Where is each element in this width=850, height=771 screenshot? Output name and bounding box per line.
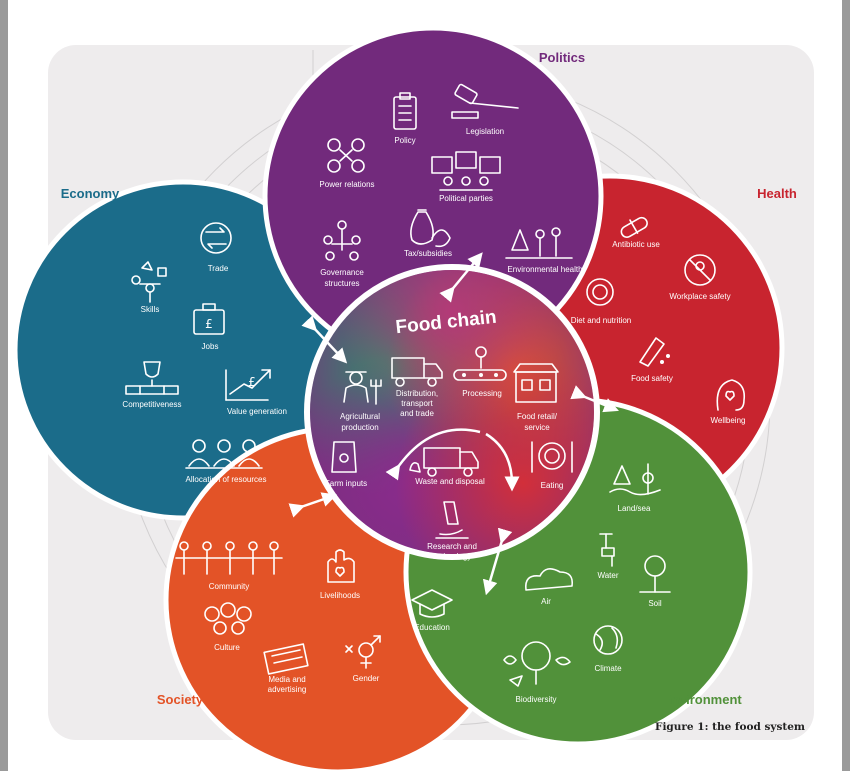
- gender-icon: [345, 635, 381, 669]
- newspaper-icon: [263, 643, 309, 675]
- society-title: Society: [157, 692, 204, 707]
- hand-heart-icon: [327, 549, 355, 583]
- graduation-cap-icon: [411, 589, 453, 618]
- health-title: Health: [757, 186, 797, 201]
- distribution-line1: Distribution,: [396, 389, 438, 398]
- plate-cutlery-icon: [531, 441, 573, 473]
- figure-caption: Figure 1: the food system: [655, 721, 805, 733]
- cloud-icon: [524, 568, 574, 591]
- food-safety-icon: [639, 337, 670, 367]
- wellbeing-label: Wellbeing: [711, 416, 746, 425]
- tax-subsidies-label: Tax/subsidies: [404, 249, 452, 258]
- biodiversity-icon: [503, 641, 571, 687]
- skills-icon: [131, 261, 167, 303]
- right-border: [842, 0, 850, 771]
- tap-icon: [599, 533, 615, 567]
- distribution-line2: transport: [401, 399, 433, 408]
- workplace-safety-icon: [684, 254, 716, 286]
- food-retail-line2: service: [524, 423, 550, 432]
- environmental-health-label: Environmental health: [507, 265, 582, 274]
- food-retail-line1: Food retail/: [517, 412, 558, 421]
- left-border: [0, 0, 8, 771]
- community-icon: [175, 541, 283, 575]
- truck-icon: [391, 357, 443, 387]
- policy-icon: [393, 92, 417, 130]
- culture-icon: [204, 602, 252, 635]
- competitiveness-label: Competitiveness: [122, 400, 181, 409]
- farmer-icon: [343, 371, 382, 405]
- media-label-line1: Media and: [268, 675, 305, 684]
- heart-head-icon: [716, 379, 746, 411]
- governance-label-line2: structures: [324, 279, 359, 288]
- governance-icon: [323, 220, 361, 261]
- distribution-line3: and trade: [400, 409, 434, 418]
- shop-icon: [513, 363, 559, 403]
- environmental-health-icon: [505, 227, 573, 259]
- trade-icon: [200, 222, 232, 254]
- land-sea-label: Land/sea: [618, 504, 651, 513]
- trophy-icon: [125, 361, 179, 395]
- value-generation-icon: £: [225, 369, 271, 401]
- tree-soil-icon: [639, 555, 671, 593]
- antibiotic-use-label: Antibiotic use: [612, 240, 660, 249]
- seed-bag-icon: [331, 441, 357, 473]
- farm-inputs-label: Farm inputs: [325, 479, 367, 488]
- political-parties-icon: [431, 151, 501, 191]
- gavel-icon: [451, 83, 519, 119]
- workplace-safety-label: Workplace safety: [669, 292, 730, 301]
- research-technology-line1: Research and: [427, 542, 477, 551]
- waste-truck-icon: [385, 428, 520, 492]
- power-relations-icon: [327, 138, 365, 173]
- food-chain-circle: [304, 264, 600, 560]
- political-parties-label: Political parties: [439, 194, 493, 203]
- soil-label: Soil: [648, 599, 662, 608]
- allocation-resources-label: Allocation of resources: [186, 475, 267, 484]
- conveyor-icon: [453, 346, 507, 381]
- diet-nutrition-label: Diet and nutrition: [571, 316, 631, 325]
- agricultural-production-line2: production: [341, 423, 378, 432]
- climate-label: Climate: [594, 664, 622, 673]
- environment-title: Environment: [662, 692, 742, 707]
- policy-label: Policy: [394, 136, 415, 145]
- community-label: Community: [209, 582, 249, 591]
- globe-icon: [593, 625, 623, 655]
- media-label-line2: advertising: [268, 685, 307, 694]
- biodiversity-label: Biodiversity: [516, 695, 557, 704]
- economy-title: Economy: [61, 186, 120, 201]
- governance-label-line1: Governance: [320, 268, 364, 277]
- livelihoods-label: Livelihoods: [320, 591, 360, 600]
- allocation-resources-icon: [185, 439, 263, 469]
- legislation-label: Legislation: [466, 127, 504, 136]
- research-technology-line2: technology: [433, 552, 472, 561]
- value-generation-label: Value generation: [227, 407, 287, 416]
- microscope-icon: [435, 501, 469, 539]
- money-bag-icon: [410, 209, 451, 248]
- food-safety-label: Food safety: [631, 374, 673, 383]
- agricultural-production-line1: Agricultural: [340, 412, 380, 421]
- plate-icon: [586, 278, 614, 306]
- svg-text:£: £: [205, 317, 213, 331]
- culture-label: Culture: [214, 643, 240, 652]
- gender-label: Gender: [353, 674, 380, 683]
- briefcase-icon: £: [193, 303, 225, 335]
- education-label: Education: [414, 623, 450, 632]
- trade-label: Trade: [208, 264, 229, 273]
- politics-title: Politics: [539, 50, 585, 65]
- water-label: Water: [597, 571, 618, 580]
- eating-label: Eating: [541, 481, 564, 490]
- connector-arrows: [288, 252, 619, 596]
- waste-disposal-label: Waste and disposal: [415, 477, 485, 486]
- jobs-label: Jobs: [202, 342, 219, 351]
- air-label: Air: [541, 597, 551, 606]
- skills-label: Skills: [141, 305, 160, 314]
- svg-text:£: £: [248, 375, 256, 389]
- pill-icon: [620, 216, 648, 238]
- power-relations-label: Power relations: [319, 180, 374, 189]
- processing-label: Processing: [462, 389, 502, 398]
- land-sea-icon: [609, 463, 661, 496]
